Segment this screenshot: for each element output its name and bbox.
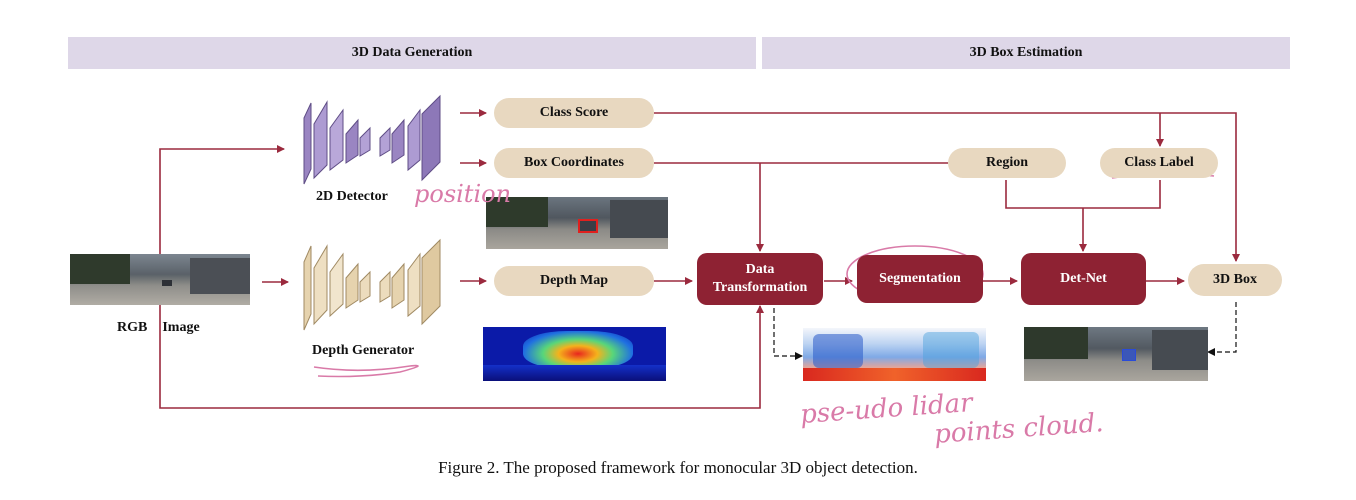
- data-transformation-node: Data Transformation: [697, 253, 823, 305]
- image-word: Image: [162, 320, 200, 335]
- depth-generator-net-icon: [303, 238, 441, 331]
- 3d-box-label: 3D Box: [1213, 272, 1257, 287]
- segmentation-label: Segmentation: [879, 271, 961, 286]
- det-net-label: Det-Net: [1060, 271, 1107, 286]
- arrow-rgb-to-detector: [159, 145, 285, 255]
- 3d-box-node: 3D Box: [1188, 264, 1282, 296]
- dashed-arrow-to-result: [1207, 302, 1237, 356]
- detector-net-icon: [303, 94, 441, 185]
- class-score-node: Class Score: [494, 98, 654, 128]
- class-score-label: Class Score: [539, 105, 609, 120]
- header-3d-data-generation: 3D Data Generation: [68, 37, 756, 69]
- data-transformation-line1: Data: [745, 262, 775, 277]
- dashed-arrow-to-pointcloud: [773, 308, 803, 360]
- 3d-result-box: [1122, 349, 1136, 361]
- depth-map-label: Depth Map: [539, 273, 609, 288]
- rgb-word: RGB: [117, 320, 148, 335]
- box-coordinates-label: Box Coordinates: [524, 155, 624, 170]
- detector-2d-label: 2D Detector: [316, 189, 388, 204]
- header-left-label: 3D Data Generation: [351, 45, 473, 60]
- arrow-class-score-to-3d-box: [654, 112, 1240, 262]
- figure-caption: Figure 2. The proposed framework for mon…: [438, 458, 918, 477]
- depth-map-image: [483, 327, 666, 381]
- underline-depth-generator: [313, 364, 419, 378]
- region-label: Region: [986, 155, 1028, 170]
- detection-bbox: [578, 219, 598, 233]
- 3d-result-image: [1024, 327, 1208, 381]
- pseudo-lidar-pointcloud: [803, 328, 986, 381]
- box-coordinates-node: Box Coordinates: [494, 148, 654, 178]
- depth-map-node: Depth Map: [494, 266, 654, 296]
- depth-generator-label: Depth Generator: [312, 343, 415, 358]
- handwritten-position: position: [414, 180, 512, 208]
- line-region-to-detnet: [1005, 180, 1161, 209]
- det-net-node: Det-Net: [1021, 253, 1146, 305]
- detection-image: [486, 197, 668, 249]
- data-transformation-line2: Transformation: [712, 280, 808, 295]
- rgb-image: [70, 254, 250, 305]
- class-label-text: Class Label: [1124, 155, 1194, 170]
- region-node: Region: [948, 148, 1066, 178]
- segmentation-node: Segmentation: [857, 255, 983, 303]
- rgb-label: RGB Image: [117, 320, 200, 336]
- arrow-rgb-to-transformation: [159, 305, 764, 409]
- header-right-label: 3D Box Estimation: [969, 45, 1083, 60]
- class-label-node: Class Label: [1100, 148, 1218, 178]
- header-3d-box-estimation: 3D Box Estimation: [762, 37, 1290, 69]
